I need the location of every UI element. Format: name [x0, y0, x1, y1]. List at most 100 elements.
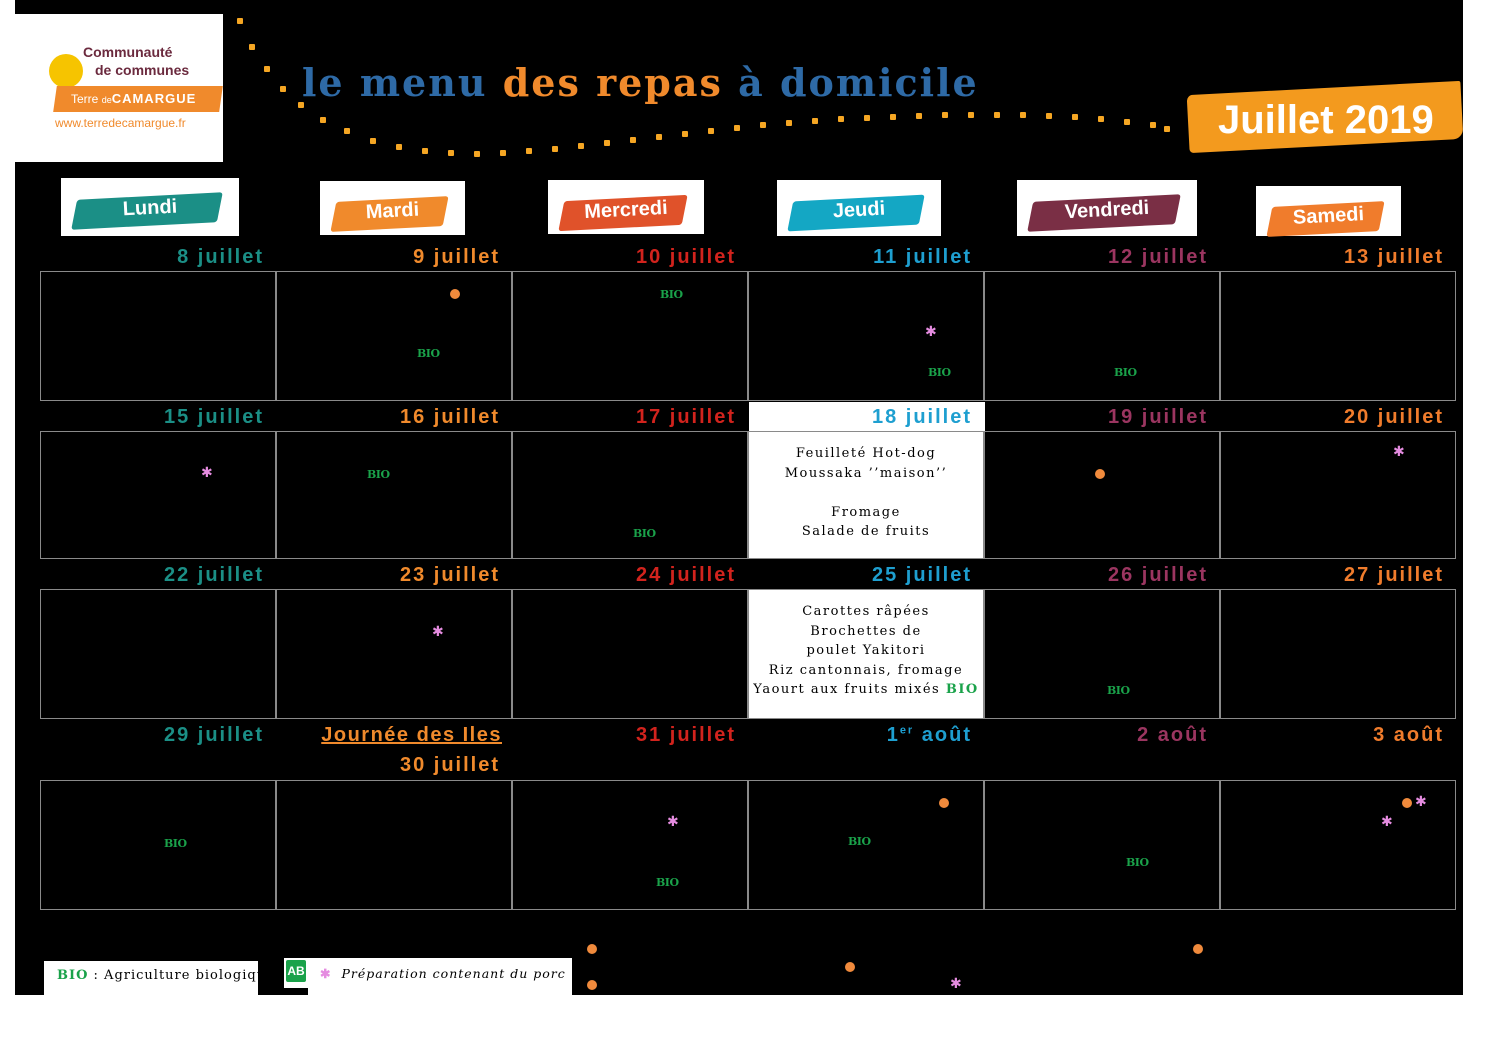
date-label: 27 juillet [1343, 564, 1444, 586]
date-label: 9 juillet [413, 246, 500, 268]
week4-cells: BIO ✱ BIO BIO BIO ✱ ✱ [40, 780, 1456, 910]
week1-cells: BIO BIO ✱ BIO BIO [40, 271, 1456, 401]
menu-item: Fromage [831, 504, 901, 520]
day-header-vendredi: Vendredi [1017, 180, 1197, 236]
day-cell: ✱ ✱ [1220, 780, 1456, 910]
date-label: 1er août [886, 724, 972, 746]
date-label-sub: 30 juillet [399, 754, 500, 776]
pork-star-icon: ✱ [667, 814, 679, 830]
date-label: 18 juillet [871, 406, 972, 428]
date-row-week2: 15 juillet 16 juillet 17 juillet 18 juil… [0, 402, 1497, 432]
community-logo[interactable]: Communauté de communes Terre deCAMARGUE … [15, 14, 223, 162]
date-label: 17 juillet [635, 406, 736, 428]
menu-item: poulet Yakitori [806, 643, 926, 658]
decorative-dot [264, 66, 270, 72]
day-cell [1220, 589, 1456, 719]
decorative-dot [1098, 116, 1104, 122]
bio-marker: BIO [367, 468, 390, 481]
decorative-dot [604, 140, 610, 146]
sun-icon [49, 54, 83, 88]
pork-star-icon: ✱ [1393, 444, 1405, 460]
day-cell-menu: Feuilleté Hot-dog Moussaka ’’maison’’ Fr… [748, 431, 984, 559]
logo-url: www.terredecamargue.fr [55, 116, 186, 130]
orange-dot [1193, 944, 1203, 954]
day-cell: BIO [40, 780, 276, 910]
date-label: 15 juillet [163, 406, 264, 428]
decorative-dot [500, 150, 506, 156]
bio-marker: BIO [928, 366, 951, 379]
decorative-dot [682, 131, 688, 137]
decorative-dot [526, 148, 532, 154]
orange-dot [1095, 469, 1105, 479]
decorative-dot [864, 115, 870, 121]
decorative-dot [656, 134, 662, 140]
decorative-dot [249, 44, 255, 50]
date-label: 16 juillet [399, 406, 500, 428]
decorative-dot [1124, 119, 1130, 125]
decorative-dot [734, 125, 740, 131]
day-cell: ✱ [276, 589, 512, 719]
day-cell [276, 780, 512, 910]
date-row-week1: 8 juillet 9 juillet 10 juillet 11 juille… [0, 246, 1497, 270]
decorative-dot [942, 112, 948, 118]
date-label: 29 juillet [163, 724, 264, 746]
date-row-week4: 29 juillet Journée des Iles 30 juillet 3… [0, 724, 1497, 778]
decorative-dot [890, 114, 896, 120]
day-cell: BIO [512, 431, 748, 559]
menu-board [15, 0, 1463, 995]
menu-item-empty [749, 483, 983, 503]
day-cell-menu: Carottes râpées Brochettes de poulet Yak… [748, 589, 984, 719]
day-header-lundi: Lundi [61, 178, 239, 236]
day-cell: ✱ BIO [512, 780, 748, 910]
date-highlight [749, 402, 985, 432]
pork-star-icon: ✱ [1415, 794, 1427, 810]
day-cell: ✱ BIO [748, 271, 984, 401]
decorative-dot [280, 86, 286, 92]
decorative-dot [968, 112, 974, 118]
menu-list: Feuilleté Hot-dog Moussaka ’’maison’’ Fr… [749, 444, 983, 542]
bio-marker: BIO [1107, 684, 1130, 697]
decorative-dot [298, 102, 304, 108]
bio-marker: BIO [945, 682, 979, 697]
day-cell: BIO [984, 589, 1220, 719]
day-cell: BIO [984, 271, 1220, 401]
decorative-dot [1072, 114, 1078, 120]
bio-marker: BIO [848, 835, 871, 848]
decorative-dot [1164, 126, 1170, 132]
day-cell [40, 271, 276, 401]
day-cell [40, 589, 276, 719]
decorative-dot [630, 137, 636, 143]
decorative-dot [474, 151, 480, 157]
menu-list: Carottes râpées Brochettes de poulet Yak… [749, 602, 983, 700]
bio-marker: BIO [1114, 366, 1137, 379]
date-label: 22 juillet [163, 564, 264, 586]
decorative-dot [1150, 122, 1156, 128]
orange-dot [587, 944, 597, 954]
pork-star-icon: ✱ [320, 966, 332, 981]
orange-dot [1402, 798, 1412, 808]
pork-star-icon: ✱ [1381, 814, 1393, 830]
decorative-dot [552, 146, 558, 152]
day-cell [1220, 271, 1456, 401]
day-header-jeudi: Jeudi [777, 180, 941, 236]
decorative-dot [237, 18, 243, 24]
bio-marker: BIO [656, 876, 679, 889]
orange-dot [587, 980, 597, 990]
logo-line1: Communauté [83, 44, 173, 60]
page-title: le menu des repas à domicile [302, 60, 979, 105]
date-label: 10 juillet [635, 246, 736, 268]
bio-marker: BIO [1126, 856, 1149, 869]
legend-bio: BIO : Agriculture biologique [44, 961, 274, 995]
decorative-dot [396, 144, 402, 150]
date-label: 31 juillet [635, 724, 736, 746]
day-cell: BIO [748, 780, 984, 910]
orange-dot [845, 962, 855, 972]
menu-item: Riz cantonnais, fromage [768, 662, 964, 678]
date-label: 23 juillet [399, 564, 500, 586]
date-label: 11 juillet [873, 246, 972, 268]
decorative-dot [344, 128, 350, 134]
day-cell: BIO [276, 431, 512, 559]
decorative-dot [1046, 113, 1052, 119]
date-label: 2 août [1137, 724, 1208, 746]
menu-item: Salade de fruits [801, 524, 931, 539]
